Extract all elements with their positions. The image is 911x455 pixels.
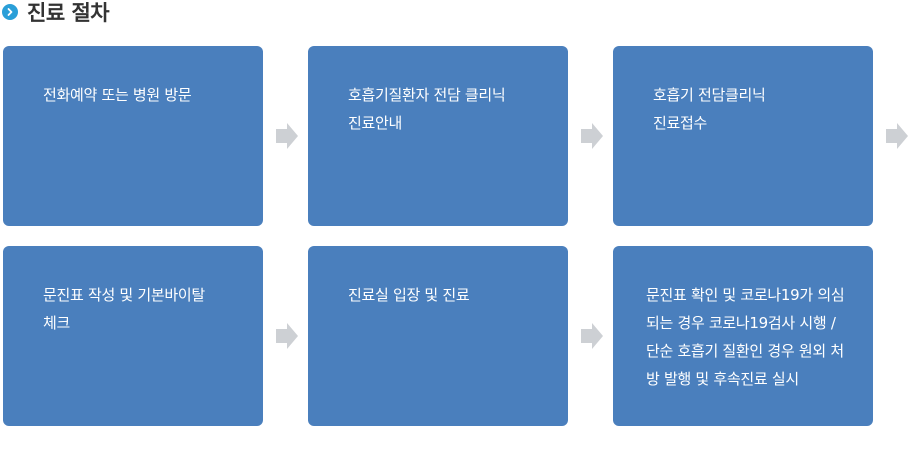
arrow-right-icon (276, 323, 298, 349)
step-card-6: 문진표 확인 및 코로나19가 의심 되는 경우 코로나19검사 시행 / 단순… (613, 246, 873, 426)
step-card-2: 호흡기질환자 전담 클리닉 진료안내 (308, 46, 568, 226)
step-card-1: 전화예약 또는 병원 방문 (3, 46, 263, 226)
step-text-4: 문진표 작성 및 기본바이탈 체크 (43, 286, 205, 332)
step-card-5: 진료실 입장 및 진료 (308, 246, 568, 426)
step-text-5: 진료실 입장 및 진료 (348, 286, 470, 304)
arrow-right-icon (581, 123, 603, 149)
step-card-4: 문진표 작성 및 기본바이탈 체크 (3, 246, 263, 426)
arrow-right-icon (886, 123, 908, 149)
section-heading: 진료 절차 (2, 0, 110, 25)
chevron-right-circle-icon (2, 4, 18, 20)
step-card-3: 호흡기 전담클리닉 진료접수 (613, 46, 873, 226)
step-text-1: 전화예약 또는 병원 방문 (43, 86, 192, 104)
arrow-right-icon (276, 123, 298, 149)
step-text-6: 문진표 확인 및 코로나19가 의심 되는 경우 코로나19검사 시행 / 단순… (646, 286, 845, 388)
step-text-3: 호흡기 전담클리닉 진료접수 (653, 86, 766, 132)
step-text-2: 호흡기질환자 전담 클리닉 진료안내 (348, 86, 506, 132)
arrow-right-icon (581, 323, 603, 349)
page-title: 진료 절차 (27, 1, 110, 25)
